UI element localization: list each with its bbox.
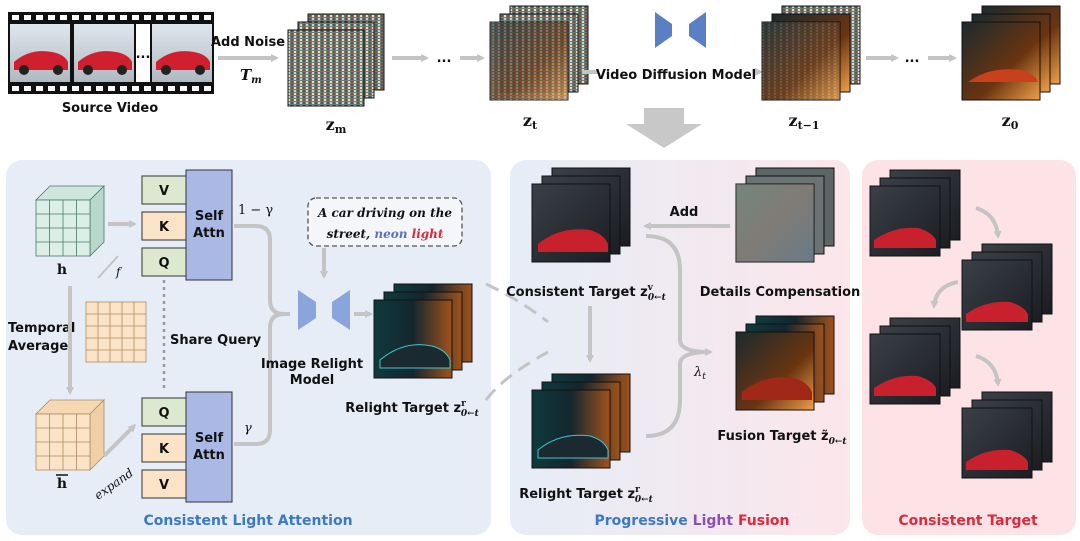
lambda-label: λt bbox=[693, 365, 706, 382]
gamma-label: γ bbox=[244, 421, 252, 436]
arrow-hbar-attn bbox=[102, 423, 137, 458]
cla-panel-title: Consistent Light Attention bbox=[143, 513, 352, 529]
z0-label: z0 bbox=[1002, 111, 1019, 132]
dashed-connector-top bbox=[485, 282, 549, 324]
top-self-label: Self bbox=[195, 209, 224, 224]
video-diffusion-model-icon bbox=[655, 12, 706, 48]
details-compensation-stack bbox=[735, 167, 835, 263]
add-label: Add bbox=[670, 205, 699, 220]
top-self-attention-block bbox=[141, 169, 233, 281]
share-query-label: Share Query bbox=[170, 333, 262, 348]
bottom-k-label: K bbox=[159, 442, 170, 457]
relight-target-stack bbox=[373, 283, 473, 379]
zt-minus-1-latent-stack bbox=[761, 5, 861, 101]
temporal-average-grid bbox=[85, 301, 147, 363]
source-frame-1 bbox=[10, 24, 70, 82]
bottom-attn-box bbox=[185, 391, 233, 503]
bottom-self-attention-block bbox=[141, 391, 233, 503]
zt-label: zt bbox=[523, 111, 538, 132]
fusion-target-label: Fusion Target z̃0←t bbox=[717, 429, 847, 447]
video-diffusion-model-label: Video Diffusion Model bbox=[596, 68, 756, 83]
consistent-light-attention-panel bbox=[6, 160, 491, 535]
arrow-relight-fusion bbox=[645, 350, 711, 438]
temporal-average-label-1: Temporal bbox=[8, 321, 75, 336]
prompt-line-1: A car driving on the bbox=[317, 206, 452, 220]
bottom-k-box bbox=[141, 433, 187, 463]
image-relight-label-2: Model bbox=[290, 373, 334, 388]
top-attn-box bbox=[185, 169, 233, 281]
top-q-box bbox=[141, 247, 187, 277]
source-video-filmstrip: ... bbox=[8, 12, 214, 94]
source-video-label: Source Video bbox=[62, 101, 158, 116]
bottom-v-label: V bbox=[159, 478, 169, 493]
ct-arrow-2 bbox=[930, 280, 959, 309]
ct-stack-3 bbox=[869, 317, 961, 405]
top-k-label: K bbox=[159, 220, 170, 235]
top-q-label: Q bbox=[158, 256, 169, 271]
source-frame-3 bbox=[152, 24, 212, 82]
big-down-arrow bbox=[626, 108, 702, 148]
source-frame-2 bbox=[74, 24, 134, 82]
top-attn-label: Attn bbox=[193, 226, 225, 241]
plf-panel-title: Progressive Light Fusion bbox=[594, 513, 789, 529]
one-minus-gamma-label: 1 − γ bbox=[238, 203, 273, 218]
h-feature-cube bbox=[35, 185, 105, 257]
image-relight-label-1: Image Relight bbox=[261, 357, 363, 372]
zm-label: zm bbox=[326, 115, 347, 136]
ellipsis-2: ... bbox=[905, 51, 920, 66]
ellipsis-1: ... bbox=[437, 51, 452, 66]
add-noise-label: Add Noise bbox=[211, 35, 285, 50]
top-v-box bbox=[141, 175, 187, 205]
dashed-connector-bottom bbox=[484, 350, 549, 401]
ct-stack-1 bbox=[869, 169, 961, 257]
prompt-line-2: street, neon light bbox=[327, 227, 444, 241]
image-relight-model-icon bbox=[298, 290, 350, 330]
bottom-v-box bbox=[141, 469, 187, 499]
fusion-target-stack bbox=[735, 315, 835, 411]
filmstrip-ellipsis: ... bbox=[136, 47, 151, 62]
ct-arrow-3 bbox=[975, 354, 1002, 387]
ct-stack-4 bbox=[961, 391, 1053, 479]
temporal-average-label-2: Average bbox=[8, 339, 68, 354]
zt-latent-stack bbox=[489, 5, 589, 101]
h-label: h bbox=[57, 262, 67, 278]
ct-arrow-1 bbox=[975, 206, 1002, 239]
h-bar-label: h bbox=[57, 476, 67, 492]
top-v-label: V bbox=[159, 184, 169, 199]
tm-label: Tm bbox=[240, 66, 262, 86]
bottom-q-label: Q bbox=[158, 406, 169, 421]
arrow-consistent-fusion bbox=[645, 234, 713, 356]
details-compensation-label: Details Compensation bbox=[700, 285, 861, 300]
vdm-label-bg bbox=[598, 62, 754, 84]
text-prompt-box bbox=[307, 197, 463, 247]
bottom-attn-label: Attn bbox=[193, 448, 225, 463]
h-bar-feature-cube bbox=[35, 399, 105, 471]
zt-minus-1-label: zt−1 bbox=[788, 111, 819, 132]
z0-latent-stack bbox=[961, 5, 1061, 101]
consistent-target-stack bbox=[531, 167, 631, 263]
zm-latent-stack bbox=[287, 13, 385, 107]
bottom-gamma-path bbox=[234, 312, 290, 446]
ct-panel-title: Consistent Target bbox=[898, 513, 1038, 529]
ct-stack-2 bbox=[961, 243, 1053, 331]
f-pointer-line bbox=[97, 255, 119, 279]
f-label: f bbox=[115, 265, 123, 279]
plf-relight-target-stack bbox=[531, 373, 631, 469]
bottom-self-label: Self bbox=[195, 431, 224, 446]
bottom-q-box bbox=[141, 397, 187, 427]
